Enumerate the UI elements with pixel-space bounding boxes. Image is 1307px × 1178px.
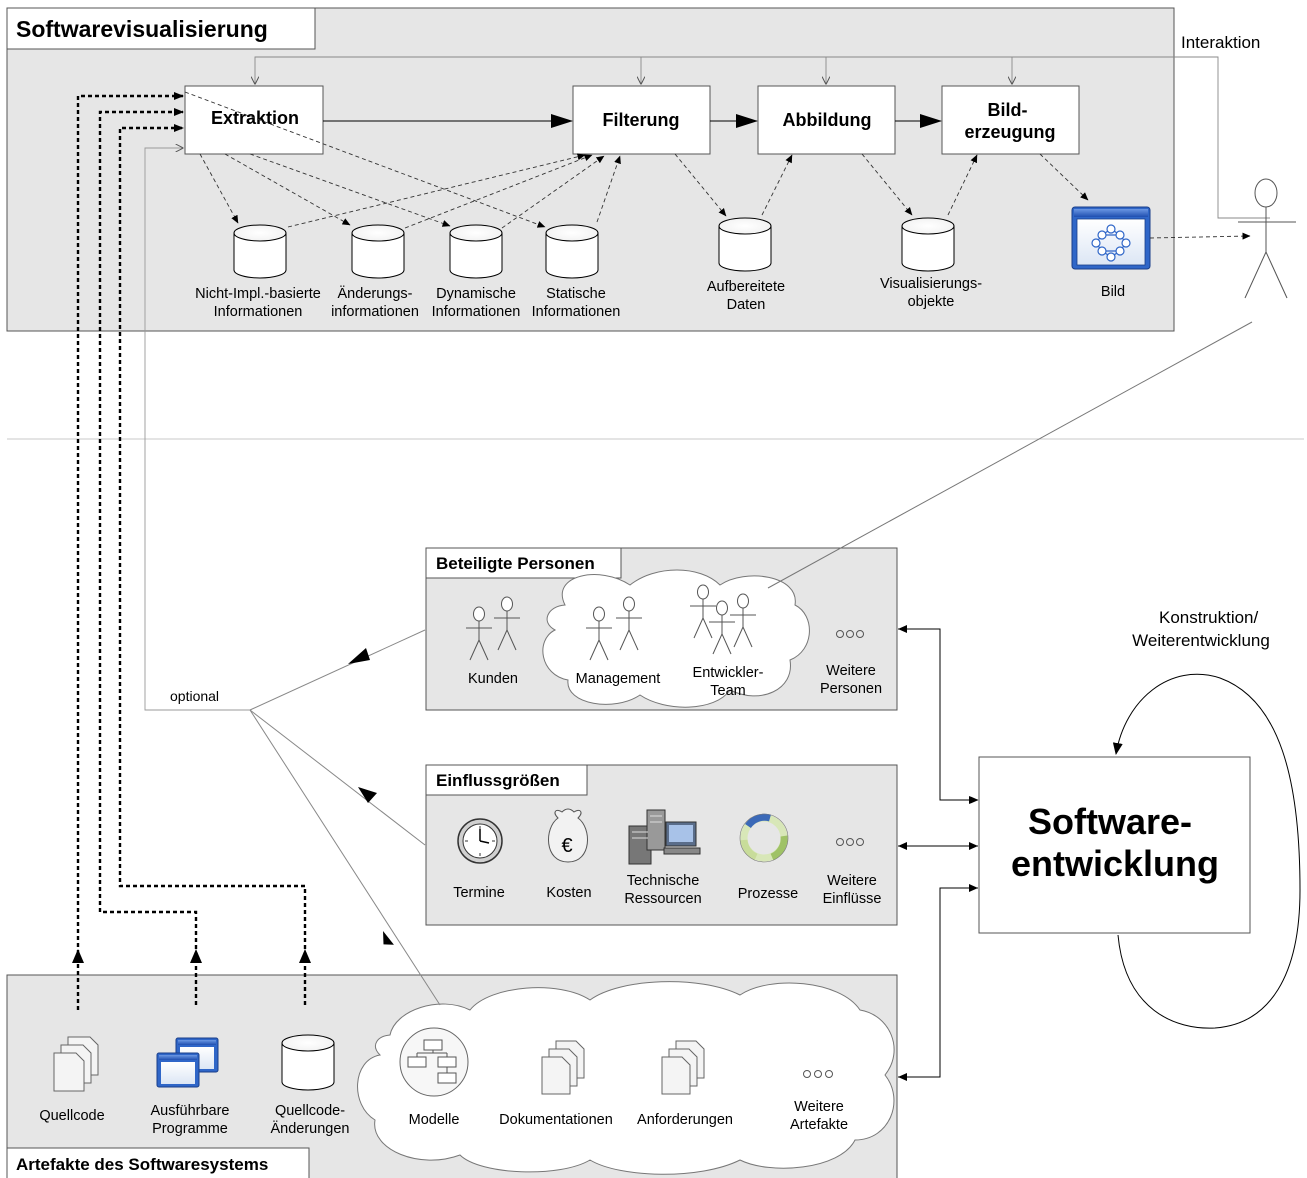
svg-text:Quellcode-Änderungen: Quellcode-Änderungen xyxy=(270,1103,349,1137)
persons-labels: Kunden Management Entwickler-Team Weiter… xyxy=(468,663,882,699)
user-developer-link xyxy=(767,321,1253,589)
artifacts-cloud xyxy=(357,981,895,1175)
artifacts-title: Artefakte des Softwaresystems xyxy=(16,1155,268,1174)
source-code-documents-icon xyxy=(53,1036,99,1092)
data-flow-arrows xyxy=(184,91,1251,240)
svg-text:Prozesse: Prozesse xyxy=(738,886,798,902)
artifact-extraction-paths xyxy=(76,92,307,1010)
development-loop-label: Konstruktion/ Weiterentwicklung xyxy=(1132,608,1270,650)
process-cycle-icon xyxy=(739,813,789,863)
influences-panel: Einflussgrößen xyxy=(425,764,898,926)
money-bag-icon: € xyxy=(548,808,588,863)
management-icon xyxy=(586,596,642,661)
store-aenderung xyxy=(351,224,405,279)
software-development-label: Software- entwicklung xyxy=(1011,801,1219,884)
svg-text:Anforderungen: Anforderungen xyxy=(637,1112,733,1128)
svg-text:Dokumentationen: Dokumentationen xyxy=(499,1112,613,1128)
store-nicht-impl xyxy=(233,224,287,279)
mapping-label: Abbildung xyxy=(783,110,872,130)
persons-title: Beteiligte Personen xyxy=(436,554,595,573)
visualization-panel: Softwarevisualisierung xyxy=(6,7,1175,332)
optional-fan-arrowheads xyxy=(348,648,394,945)
developer-team-icon xyxy=(690,584,756,655)
artifact-upward-arrowheads xyxy=(72,949,311,963)
store-aufbereitet xyxy=(718,217,772,272)
interaction-feedback-lines xyxy=(255,56,1270,219)
influences-title: Einflussgrößen xyxy=(436,771,560,790)
data-stores xyxy=(233,217,955,279)
connector-arrowheads xyxy=(898,625,978,1081)
user-stick-figure xyxy=(1238,178,1296,299)
optional-label: optional xyxy=(170,688,219,704)
software-development-box: Software- entwicklung xyxy=(978,756,1251,934)
development-connectors xyxy=(898,628,979,1078)
visualization-title: Softwarevisualisierung xyxy=(16,16,268,42)
executables-window-icon xyxy=(156,1037,219,1088)
bild-label: Bild xyxy=(1101,284,1125,300)
development-loop xyxy=(1112,673,1301,1029)
aenderung-label: Änderungs-informationen xyxy=(331,285,419,320)
customers-icon xyxy=(466,596,520,661)
extraction-box: Extraktion xyxy=(184,85,324,155)
ellipsis-icon xyxy=(836,630,864,638)
image-window-icon xyxy=(1071,206,1151,270)
svg-text:Kosten: Kosten xyxy=(546,885,591,901)
store-visualisierung xyxy=(901,217,955,272)
mapping-box: Abbildung xyxy=(757,85,896,155)
svg-text:Modelle: Modelle xyxy=(409,1112,460,1128)
filtering-box: Filterung xyxy=(572,85,711,155)
filtering-label: Filterung xyxy=(603,110,680,130)
optional-fan-lines xyxy=(249,629,441,1006)
code-changes-store-icon xyxy=(281,1034,335,1091)
rendering-box: Bild- erzeugung xyxy=(941,85,1080,155)
optional-path xyxy=(144,148,250,711)
documentation-documents-icon xyxy=(541,1040,585,1095)
store-statisch xyxy=(545,224,599,279)
extraction-label: Extraktion xyxy=(211,108,299,128)
svg-text:Quellcode: Quellcode xyxy=(39,1108,104,1124)
svg-text:Kunden: Kunden xyxy=(468,671,518,687)
interaction-label: Interaktion xyxy=(1181,33,1260,52)
ellipsis-icon xyxy=(803,1070,833,1078)
svg-text:Management: Management xyxy=(576,671,661,687)
svg-text:€: € xyxy=(561,835,572,857)
clock-icon xyxy=(457,818,503,864)
svg-text:Entwickler-Team: Entwickler-Team xyxy=(693,665,764,699)
rendering-label: Bild- erzeugung xyxy=(964,100,1055,142)
svg-text:Termine: Termine xyxy=(453,885,505,901)
ellipsis-icon xyxy=(836,838,864,846)
models-diagram-icon xyxy=(399,1027,469,1097)
visualisierung-label: Visualisierungs-objekte xyxy=(880,276,982,310)
store-dynamisch xyxy=(449,224,503,279)
server-computer-icon xyxy=(628,809,701,865)
requirements-documents-icon xyxy=(661,1040,705,1095)
